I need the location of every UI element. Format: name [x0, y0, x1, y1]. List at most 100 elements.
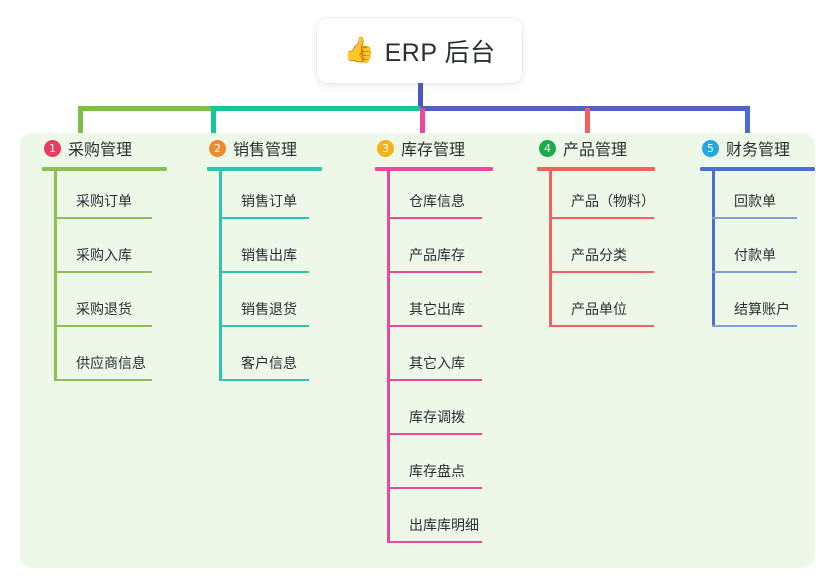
- module-item-rule: [54, 217, 152, 219]
- root-title: ERP 后台: [384, 38, 496, 67]
- module-item[interactable]: 出库库明细: [387, 495, 493, 549]
- module-item-label: 采购退货: [76, 301, 132, 317]
- drop-connector-2: [211, 108, 216, 138]
- module-item-label: 采购订单: [76, 193, 132, 209]
- module-item-label: 回款单: [734, 193, 776, 209]
- module-item-label: 销售订单: [241, 193, 297, 209]
- module-header[interactable]: 1 采购管理: [42, 133, 167, 163]
- module-item[interactable]: 采购入库: [54, 225, 167, 279]
- module-header[interactable]: 3 库存管理: [375, 133, 493, 163]
- module-title: 销售管理: [233, 142, 298, 159]
- drop-connector-5: [745, 108, 750, 138]
- module-item-rule: [219, 271, 309, 273]
- module-item-rule: [219, 325, 309, 327]
- module-item[interactable]: 结算账户: [712, 279, 815, 333]
- module-item-label: 销售出库: [241, 247, 297, 263]
- module-item-label: 产品分类: [571, 247, 627, 263]
- module-number-badge: 5: [702, 139, 719, 157]
- module-item-label: 采购入库: [76, 247, 132, 263]
- module-item[interactable]: 仓库信息: [387, 171, 493, 225]
- module-column: 3 库存管理仓库信息产品库存其它出库其它入库库存调拨库存盘点出库库明细: [375, 133, 493, 549]
- module-column: 1 采购管理采购订单采购入库采购退货供应商信息: [42, 133, 167, 387]
- module-item[interactable]: 产品库存: [387, 225, 493, 279]
- module-item-rule: [54, 325, 152, 327]
- module-item[interactable]: 产品（物料）: [549, 171, 655, 225]
- module-item[interactable]: 采购订单: [54, 171, 167, 225]
- module-header-rule: [42, 167, 167, 171]
- module-item[interactable]: 回款单: [712, 171, 815, 225]
- module-item[interactable]: 其它入库: [387, 333, 493, 387]
- module-spine: [219, 171, 222, 381]
- module-item[interactable]: 销售订单: [219, 171, 322, 225]
- module-item-rule: [219, 379, 309, 381]
- module-item-label: 产品单位: [571, 301, 627, 317]
- root-node[interactable]: 👍 ERP 后台: [317, 18, 522, 83]
- module-item-rule: [54, 379, 152, 381]
- module-item-label: 库存调拨: [409, 409, 465, 425]
- module-number-badge: 1: [44, 139, 61, 157]
- module-item[interactable]: 客户信息: [219, 333, 322, 387]
- module-item-label: 出库库明细: [409, 517, 479, 533]
- module-header[interactable]: 4 产品管理: [537, 133, 655, 163]
- module-item-rule: [387, 433, 482, 435]
- module-item-rule: [387, 325, 482, 327]
- module-item[interactable]: 销售退货: [219, 279, 322, 333]
- module-item-rule: [387, 271, 482, 273]
- module-item-label: 结算账户: [734, 301, 790, 317]
- modules-panel: 1 采购管理采购订单采购入库采购退货供应商信息 2 销售管理销售订单销售出库销售退货客…: [20, 133, 815, 568]
- module-item[interactable]: 采购退货: [54, 279, 167, 333]
- module-item-rule: [387, 487, 482, 489]
- module-item-rule: [219, 217, 309, 219]
- module-item-rule: [387, 217, 482, 219]
- module-header[interactable]: 2 销售管理: [207, 133, 322, 163]
- module-title: 财务管理: [726, 142, 791, 159]
- module-number-badge: 4: [539, 139, 556, 157]
- module-header[interactable]: 5 财务管理: [700, 133, 815, 163]
- module-column: 4 产品管理产品（物料） 产品分类产品单位: [537, 133, 655, 333]
- module-item[interactable]: 付款单: [712, 225, 815, 279]
- module-item[interactable]: 销售出库: [219, 225, 322, 279]
- module-item[interactable]: 供应商信息: [54, 333, 167, 387]
- module-item[interactable]: 库存盘点: [387, 441, 493, 495]
- module-title: 产品管理: [563, 142, 628, 159]
- module-item-label: 供应商信息: [76, 355, 146, 371]
- module-item-rule: [712, 217, 797, 219]
- module-item-rule: [54, 271, 152, 273]
- module-header-rule: [375, 167, 493, 171]
- module-item-rule: [549, 217, 654, 219]
- module-column: 2 销售管理销售订单销售出库销售退货客户信息: [207, 133, 322, 387]
- module-item-rule: [549, 325, 654, 327]
- bus-segment-green: [78, 106, 213, 111]
- module-item-rule: [549, 271, 654, 273]
- module-item[interactable]: 其它出库: [387, 279, 493, 333]
- drop-connector-3: [420, 108, 425, 138]
- module-item[interactable]: 产品分类: [549, 225, 655, 279]
- module-item-label: 其它出库: [409, 301, 465, 317]
- module-item-label: 仓库信息: [409, 193, 465, 209]
- module-number-badge: 3: [377, 139, 394, 157]
- module-spine: [54, 171, 57, 381]
- module-item-label: 客户信息: [241, 355, 297, 371]
- module-item-rule: [712, 325, 797, 327]
- module-item-rule: [712, 271, 797, 273]
- module-header-rule: [537, 167, 655, 171]
- module-title: 采购管理: [68, 142, 133, 159]
- module-title: 库存管理: [401, 142, 466, 159]
- module-item-label: 库存盘点: [409, 463, 465, 479]
- module-item-label: 付款单: [734, 247, 776, 263]
- module-item-list: 回款单付款单结算账户: [700, 171, 815, 333]
- module-number-badge: 2: [209, 139, 226, 157]
- bus-segment-teal: [211, 106, 424, 111]
- thumbs-up-icon: 👍: [343, 36, 375, 64]
- module-item[interactable]: 产品单位: [549, 279, 655, 333]
- module-item-list: 仓库信息产品库存其它出库其它入库库存调拨库存盘点出库库明细: [375, 171, 493, 549]
- module-item-list: 采购订单采购入库采购退货供应商信息: [42, 171, 167, 387]
- module-item-list: 销售订单销售出库销售退货客户信息: [207, 171, 322, 387]
- module-spine: [549, 171, 552, 327]
- root-stem-connector: [418, 83, 423, 108]
- module-item-label: 其它入库: [409, 355, 465, 371]
- module-item-label: 产品（物料）: [571, 193, 655, 209]
- drop-connector-1: [78, 108, 83, 138]
- module-item[interactable]: 库存调拨: [387, 387, 493, 441]
